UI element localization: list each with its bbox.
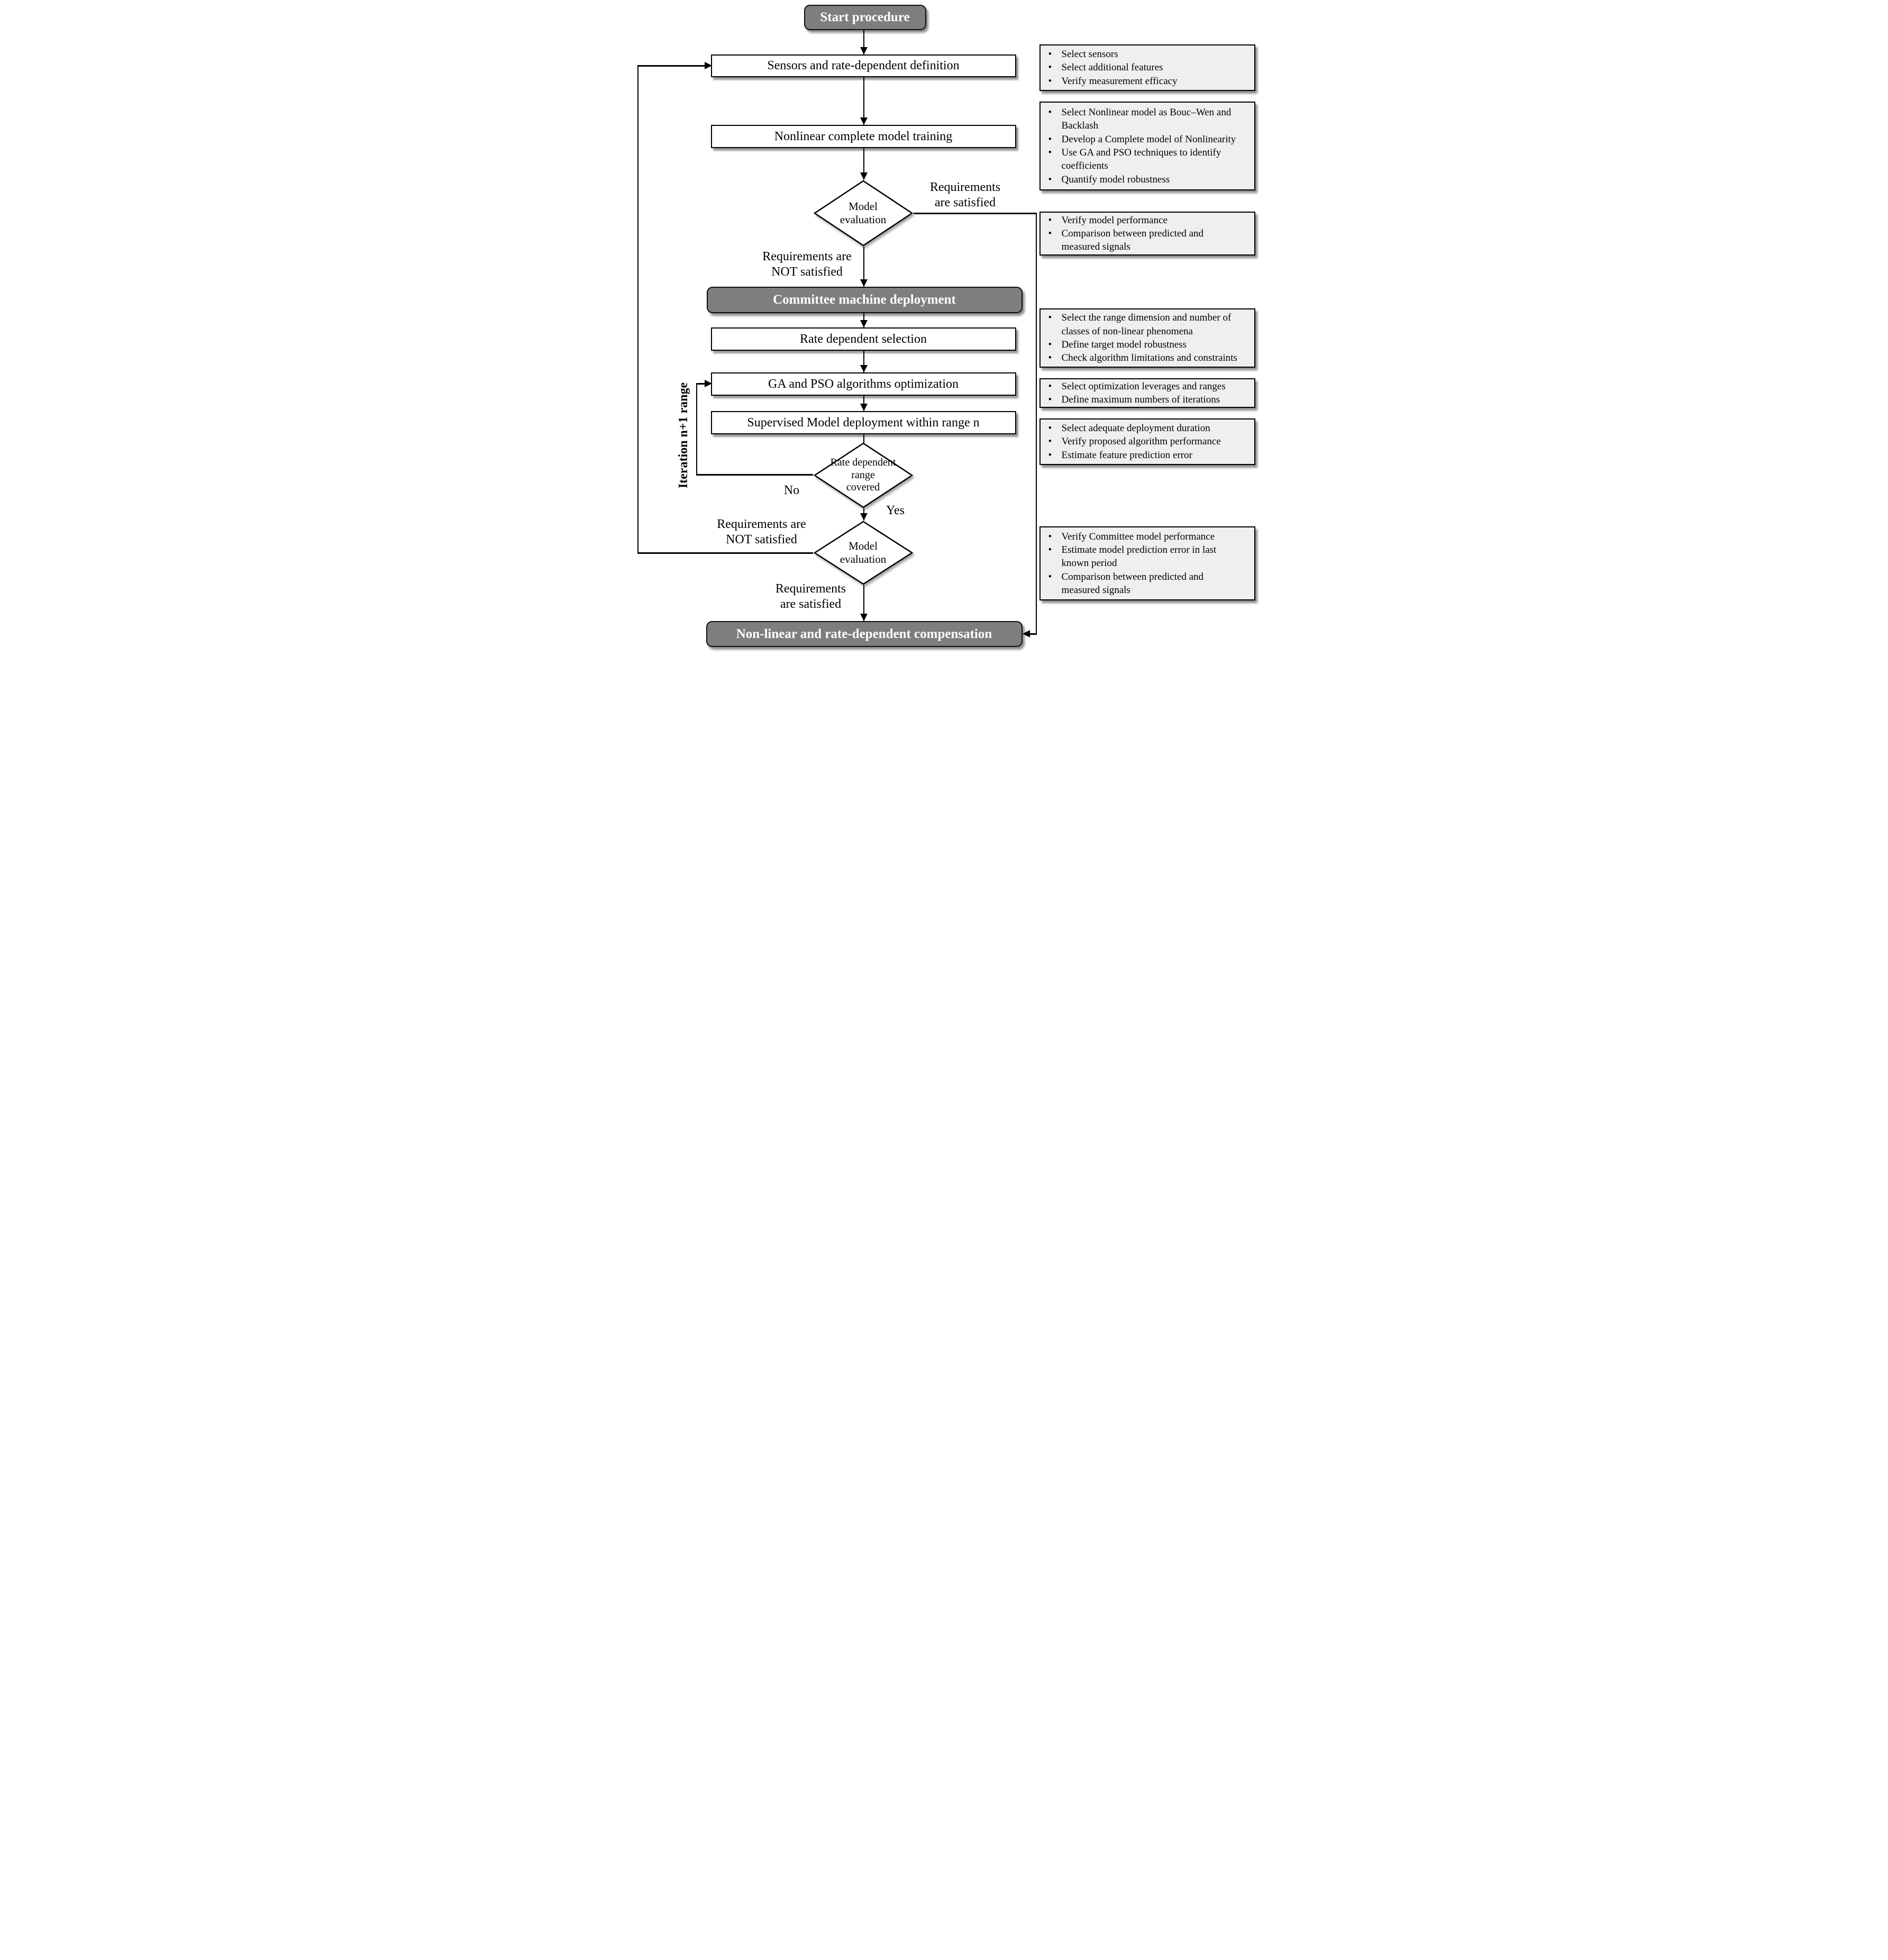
node-range-covered: Rate dependent range covered xyxy=(813,442,914,508)
arrowhead-into-gapso-left xyxy=(704,380,712,387)
node-compensation-label: Non-linear and rate-dependent compensati… xyxy=(736,626,992,641)
connector-training-to-eval1 xyxy=(863,148,864,180)
connector-satisfied-into-compensation xyxy=(1028,633,1037,635)
annotation-supervised-deployment: Select adequate deployment duration Veri… xyxy=(1039,418,1255,465)
node-sensors-definition: Sensors and rate-dependent definition xyxy=(710,54,1016,77)
annotation-model-training: Select Nonlinear model as Bouc–Wen and B… xyxy=(1039,102,1255,190)
label-requirements-not-satisfied-bottom: Requirements are NOT satisfied xyxy=(717,517,806,546)
node-model-evaluation-1: Model evaluation xyxy=(813,180,914,247)
annotation-item: Estimate feature prediction error xyxy=(1042,449,1251,462)
annotation-sensors: Select sensors Select additional feature… xyxy=(1039,44,1255,91)
arrowhead-into-training xyxy=(860,117,868,125)
annotation-list: Verify Committee model performance Estim… xyxy=(1042,530,1251,597)
annotation-list: Select the range dimension and number of… xyxy=(1042,311,1251,364)
node-rate-selection: Rate dependent selection xyxy=(710,327,1016,351)
flowchart-canvas: Start procedure Sensors and rate-depende… xyxy=(629,0,1259,653)
annotation-item: Verify model performance xyxy=(1042,214,1251,227)
annotation-item: Verify measurement efficacy xyxy=(1042,75,1251,88)
label-iteration-range: Iteration n+1 range xyxy=(676,382,690,489)
annotation-item: Define maximum numbers of iterations xyxy=(1042,393,1251,407)
annotation-item: Comparison between predicted and measure… xyxy=(1042,570,1251,597)
node-start: Start procedure xyxy=(804,5,926,30)
connector-notsat-vertical xyxy=(637,65,639,554)
arrowhead-into-eval2 xyxy=(860,513,868,521)
annotation-model-evaluation-1: Verify model performance Comparison betw… xyxy=(1039,212,1255,256)
node-supervised-deployment: Supervised Model deployment within range… xyxy=(710,411,1016,434)
annotation-item: Comparison between predicted and measure… xyxy=(1042,227,1251,254)
annotation-item: Verify proposed algorithm performance xyxy=(1042,435,1251,449)
node-start-label: Start procedure xyxy=(820,10,910,24)
arrowhead-into-committee xyxy=(860,279,868,287)
node-model-evaluation-2: Model evaluation xyxy=(813,521,914,585)
diamond-shape xyxy=(813,521,913,585)
connector-eval1-satisfied-horizontal xyxy=(913,213,1037,214)
connector-no-into-gapso xyxy=(696,383,705,385)
label-requirements-satisfied-bottom: Requirements are satisfied xyxy=(775,582,846,611)
arrowhead-into-gapso xyxy=(860,365,868,372)
node-training-label: Nonlinear complete model training xyxy=(774,129,953,143)
annotation-list: Select sensors Select additional feature… xyxy=(1042,48,1251,88)
arrowhead-into-supervised xyxy=(860,404,868,411)
connector-notsat-horizontal xyxy=(637,552,813,554)
annotation-item: Estimate model prediction error in last … xyxy=(1042,543,1251,570)
connector-start-to-sensors xyxy=(863,30,864,54)
label-yes: Yes xyxy=(886,504,905,517)
arrowhead-into-eval1 xyxy=(860,172,868,180)
node-committee-label: Committee machine deployment xyxy=(773,293,956,307)
annotation-ga-pso: Select optimization leverages and ranges… xyxy=(1039,378,1255,408)
annotation-item: Select additional features xyxy=(1042,61,1251,75)
arrowhead-into-sensors xyxy=(860,47,868,54)
arrowhead-into-compensation xyxy=(860,614,868,621)
connector-eval2-to-compensation xyxy=(863,585,864,621)
connector-sensors-to-training xyxy=(863,77,864,125)
node-ga-pso-optimization: GA and PSO algorithms optimization xyxy=(710,372,1016,396)
node-model-evaluation-2-label: Model evaluation xyxy=(840,540,887,566)
node-supervised-label: Supervised Model deployment within range… xyxy=(747,415,980,430)
annotation-item: Verify Committee model performance xyxy=(1042,530,1251,544)
annotation-rate-selection: Select the range dimension and number of… xyxy=(1039,308,1255,368)
diamond-shape xyxy=(813,180,913,247)
node-rate-selection-label: Rate dependent selection xyxy=(800,332,927,346)
annotation-item: Select optimization leverages and ranges xyxy=(1042,380,1251,394)
annotation-list: Select optimization leverages and ranges… xyxy=(1042,380,1251,407)
connector-satisfied-vertical-right xyxy=(1035,213,1037,634)
node-compensation: Non-linear and rate-dependent compensati… xyxy=(706,621,1023,647)
node-sensors-label: Sensors and rate-dependent definition xyxy=(767,59,960,72)
node-ga-pso-label: GA and PSO algorithms optimization xyxy=(768,377,959,391)
label-requirements-not-satisfied-top: Requirements are NOT satisfied xyxy=(762,250,852,279)
connector-eval1-to-committee xyxy=(863,247,864,287)
node-committee-deployment: Committee machine deployment xyxy=(706,287,1023,313)
annotation-item: Select the range dimension and number of… xyxy=(1042,311,1251,338)
label-no: No xyxy=(783,484,800,497)
connector-supervised-to-range-covered xyxy=(863,434,864,443)
node-model-evaluation-1-label: Model evaluation xyxy=(840,200,887,226)
annotation-model-evaluation-2: Verify Committee model performance Estim… xyxy=(1039,526,1255,600)
connector-rate-to-gapso xyxy=(863,351,864,372)
node-range-covered-label: Rate dependent range covered xyxy=(830,457,896,494)
connector-no-vertical xyxy=(696,383,697,476)
annotation-item: Select sensors xyxy=(1042,48,1251,61)
arrowhead-into-rate xyxy=(860,320,868,327)
label-requirements-satisfied-top: Requirements are satisfied xyxy=(929,180,1001,209)
connector-gapso-to-supervised xyxy=(863,396,864,411)
diamond-shape xyxy=(813,442,913,508)
arrowhead-into-compensation-right xyxy=(1022,630,1030,637)
annotation-item: Use GA and PSO techniques to identify co… xyxy=(1042,146,1251,173)
annotation-item: Quantify model robustness xyxy=(1042,173,1251,187)
annotation-list: Verify model performance Comparison betw… xyxy=(1042,214,1251,254)
annotation-item: Check algorithm limitations and constrai… xyxy=(1042,351,1251,365)
annotation-item: Select Nonlinear model as Bouc–Wen and B… xyxy=(1042,106,1251,133)
annotation-item: Develop a Complete model of Nonlinearity xyxy=(1042,133,1251,147)
annotation-list: Select Nonlinear model as Bouc–Wen and B… xyxy=(1042,106,1251,186)
connector-no-horizontal xyxy=(696,474,813,476)
arrowhead-into-sensors-left xyxy=(704,62,712,69)
node-model-training: Nonlinear complete model training xyxy=(710,125,1016,148)
annotation-list: Select adequate deployment duration Veri… xyxy=(1042,422,1251,462)
annotation-item: Define target model robustness xyxy=(1042,338,1251,352)
connector-notsat-into-sensors xyxy=(637,65,705,67)
annotation-item: Select adequate deployment duration xyxy=(1042,422,1251,435)
